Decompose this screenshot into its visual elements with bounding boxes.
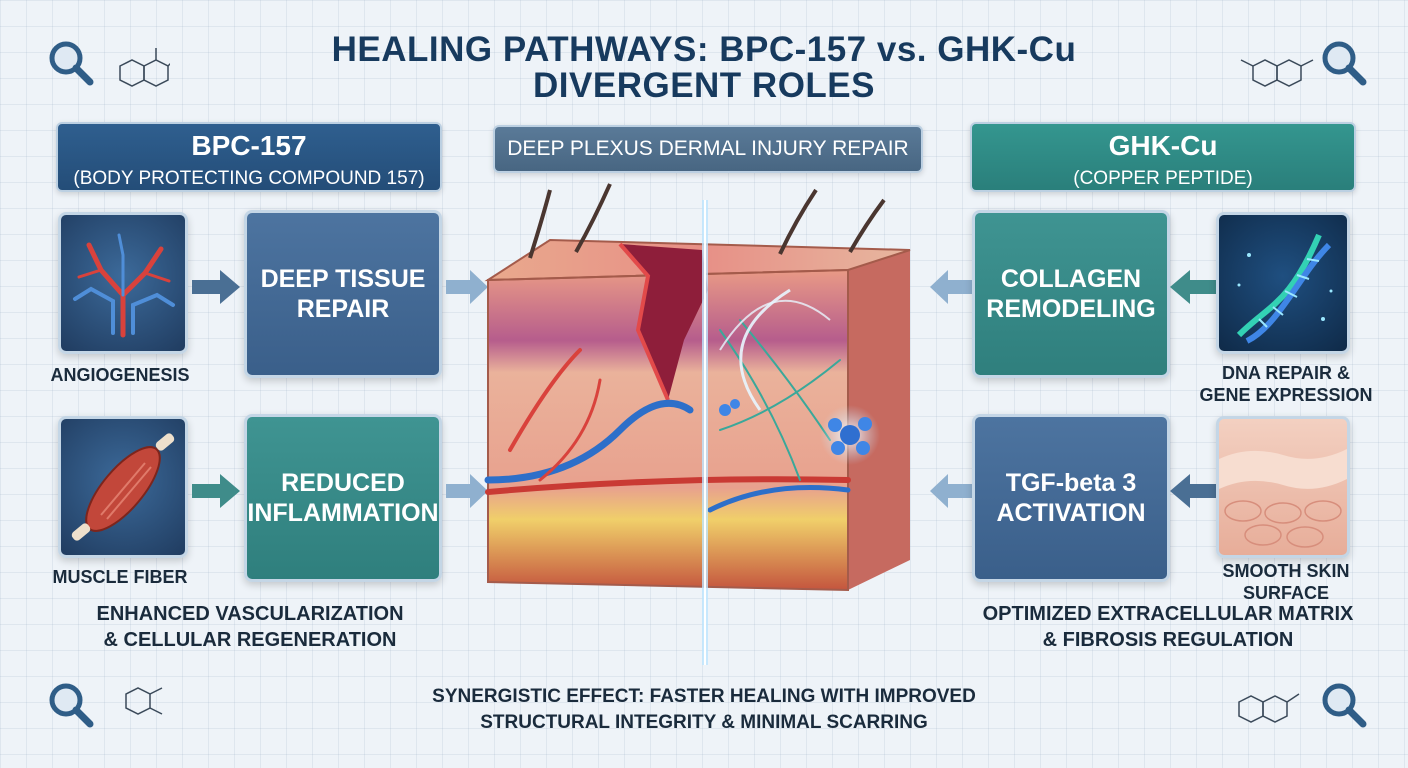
arrow-right-icon: [446, 474, 488, 508]
dna-helix-icon: [1236, 233, 1333, 344]
page-title-line2: DIVERGENT ROLES: [533, 66, 875, 105]
magnifier-icon: [49, 41, 175, 87]
deep-tissue-repair-box: DEEP TISSUE REPAIR: [244, 210, 442, 378]
molecule-icon: [1240, 59, 1314, 87]
magnifier-icon: [1322, 683, 1367, 728]
tgf-beta-3-activation-box: TGF-beta 3 ACTIVATION: [972, 414, 1170, 582]
collagen-remodeling-label: COLLAGEN REMODELING: [986, 265, 1156, 323]
arrow-left-icon: [1170, 474, 1218, 508]
corner-panel-top-left: [40, 30, 175, 102]
corner-panel-top-right: [1215, 30, 1375, 105]
muscle-icon: [71, 433, 175, 541]
magnifier-icon: [1322, 41, 1367, 86]
skin-surface-icon: [1219, 449, 1347, 548]
arrow-left-icon: [1170, 270, 1218, 304]
synergistic-effect-summary: SYNERGISTIC EFFECT: FASTER HEALING WITH …: [432, 686, 976, 733]
arrow-left-icon: [930, 474, 972, 508]
deep-tissue-repair-label: DEEP TISSUE REPAIR: [260, 265, 426, 323]
ghkcu-name: GHK-Cu: [1108, 130, 1218, 161]
ghkcu-summary: OPTIMIZED EXTRACELLULAR MATRIX & FIBROSI…: [982, 603, 1354, 651]
ghkcu-subtitle: (COPPER PEPTIDE): [1073, 168, 1253, 189]
bpc157-name: BPC-157: [191, 130, 307, 161]
muscle-fiber-label: MUSCLE FIBER: [52, 567, 188, 587]
angiogenesis-label: ANGIOGENESIS: [50, 365, 190, 385]
molecule-icon: [125, 687, 163, 715]
tgf-beta-3-activation-label: TGF-beta 3 ACTIVATION: [996, 469, 1146, 527]
bpc157-header: BPC-157 (BODY PROTECTING COMPOUND 157): [56, 122, 442, 192]
corner-panel-bottom-right: [1215, 672, 1375, 747]
smooth-skin-image: [1216, 416, 1350, 558]
reduced-inflammation-box: REDUCED INFLAMMATION: [244, 414, 442, 582]
arrow-right-icon: [192, 270, 240, 304]
reduced-inflammation-label: REDUCED INFLAMMATION: [247, 469, 439, 527]
collagen-remodeling-box: COLLAGEN REMODELING: [972, 210, 1170, 378]
bpc157-summary: ENHANCED VASCULARIZATION & CELLULAR REGE…: [96, 603, 404, 651]
peptide-molecule-icon: [820, 405, 880, 465]
magnifier-icon: [49, 683, 94, 728]
corner-panel-bottom-left: [40, 672, 190, 747]
skin-cross-section-illustration: [484, 183, 911, 665]
ghkcu-header: GHK-Cu (COPPER PEPTIDE): [970, 122, 1356, 192]
arrow-right-icon: [446, 270, 488, 304]
center-header-label: DEEP PLEXUS DERMAL INJURY REPAIR: [507, 137, 909, 160]
bpc157-subtitle: (BODY PROTECTING COMPOUND 157): [73, 168, 425, 189]
dna-repair-label: DNA REPAIR & GENE EXPRESSION: [1199, 363, 1373, 405]
molecule-icon: [1238, 693, 1300, 723]
blood-vessel-icon: [73, 233, 175, 338]
smooth-skin-label: SMOOTH SKIN SURFACE: [1222, 561, 1350, 603]
muscle-fiber-image: [58, 416, 188, 558]
arrow-right-icon: [192, 474, 240, 508]
page-title-line1: HEALING PATHWAYS: BPC-157 vs. GHK-Cu: [331, 30, 1077, 69]
angiogenesis-image: [58, 212, 188, 354]
center-header: DEEP PLEXUS DERMAL INJURY REPAIR: [493, 125, 923, 173]
arrow-left-icon: [930, 270, 972, 304]
dna-repair-image: [1216, 212, 1350, 354]
